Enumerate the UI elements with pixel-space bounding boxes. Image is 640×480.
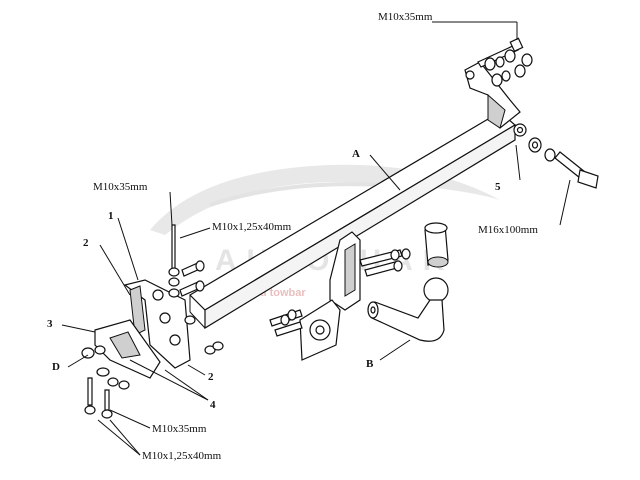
callout-5: 5 [495, 181, 501, 193]
callout-4: 4 [210, 399, 216, 411]
label-bolt-bottom-2: M10x1,25x40mm [142, 450, 222, 462]
dimension-labels: M10x35mm M10x35mm M10x1,25x40mm M16x100m… [93, 11, 538, 462]
leader-lines [61, 21, 571, 456]
label-bolt-right: M16x100mm [478, 224, 538, 236]
right-bolt-set [528, 137, 599, 189]
tow-ball-neck [367, 277, 449, 342]
center-mounting-bracket [329, 231, 411, 311]
callout-3: 3 [47, 318, 53, 330]
label-bolt-top: M10x35mm [378, 11, 433, 23]
main-crossbar-beam [189, 111, 517, 330]
socket-plate [299, 299, 341, 361]
part-callouts: A B D 1 2 2 3 4 5 [47, 148, 501, 411]
bottom-bolt-set [84, 367, 130, 419]
left-bolt-stacks [168, 224, 224, 355]
socket-plate-bolts [269, 309, 303, 337]
left-side-bracket [123, 279, 191, 369]
tow-ball-cap [424, 222, 449, 268]
right-mounting-bracket [464, 61, 527, 137]
callout-2-upper: 2 [83, 237, 89, 249]
label-bolt-left-top: M10x35mm [93, 181, 148, 193]
callout-b: B [366, 358, 374, 370]
left-lower-bracket [81, 319, 161, 379]
callout-2-lower: 2 [208, 371, 214, 383]
callout-a: A [352, 148, 360, 160]
label-bolt-left-mid: M10x1,25x40mm [212, 221, 292, 233]
callout-d: D [52, 361, 60, 373]
callout-1: 1 [108, 210, 114, 222]
top-bolt-set [477, 37, 533, 87]
label-bolt-bottom-1: M10x35mm [152, 423, 207, 435]
